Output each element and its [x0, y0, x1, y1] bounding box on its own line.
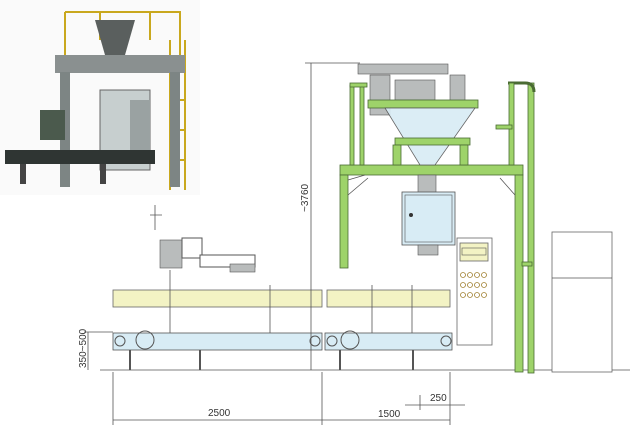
dimension-conveyor-length-1: 2500: [208, 408, 231, 419]
bag-clamp-unit: [401, 191, 456, 246]
machine-photo: [0, 0, 200, 195]
dimension-conveyor-height: 350~500: [78, 328, 89, 368]
dimension-lines: ~3760 350~500 2500 1500 250: [78, 62, 465, 425]
dimension-height-total: ~3760: [300, 183, 311, 212]
conveyor-belts: [112, 270, 453, 370]
sewing-machine: [150, 205, 256, 273]
control-panel: [456, 237, 493, 346]
main-frame: [339, 81, 536, 374]
panel-buttons: [460, 272, 487, 298]
dimension-offset: 250: [430, 393, 447, 404]
electrical-cabinet: [551, 231, 613, 373]
weighing-hopper: [357, 63, 479, 194]
display-screen: [459, 242, 489, 262]
dimension-conveyor-length-2: 1500: [378, 409, 401, 420]
